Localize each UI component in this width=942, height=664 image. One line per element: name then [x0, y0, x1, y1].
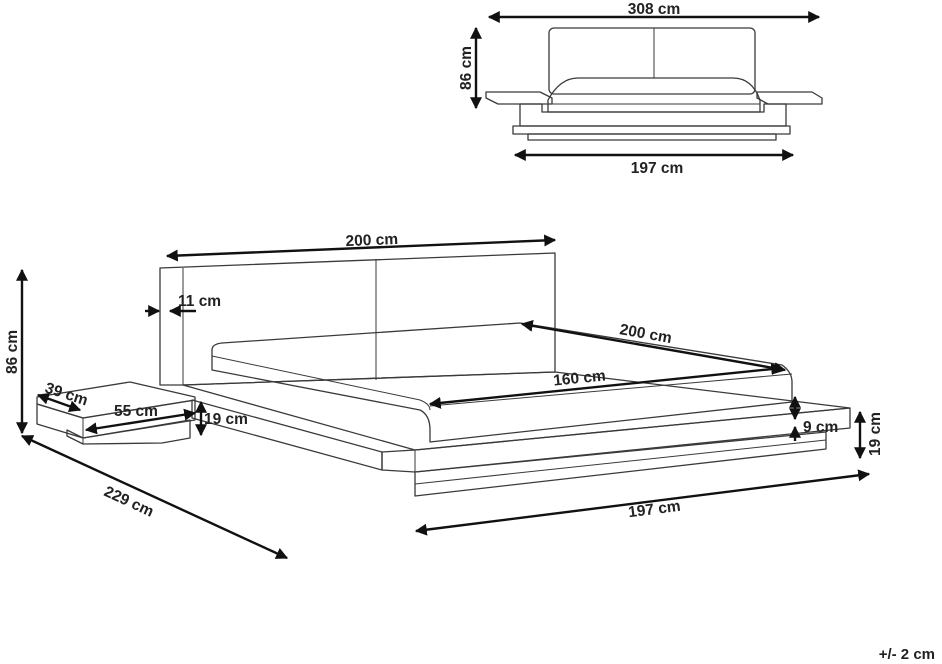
front-nightstand-left [485, 91, 553, 105]
headboard-width-label: 200 cm [345, 231, 398, 250]
front-height-label: 86 cm [458, 46, 475, 90]
platform-step-label: 9 cm [803, 419, 838, 436]
nightstand-width-label: 55 cm [114, 403, 158, 420]
dim-overall-length [20, 434, 289, 560]
front-headboard [548, 27, 756, 95]
mattress [211, 322, 793, 443]
platform-height-label: 19 cm [867, 412, 884, 456]
main-view: 200 cm 11 cm 86 cm 39 cm 55 cm 19 cm 229… [4, 231, 884, 560]
dim-mattress-length [520, 319, 787, 375]
front-nightstand-right [756, 91, 823, 105]
front-width-label: 308 cm [628, 1, 681, 18]
dim-nightstand-width [84, 408, 197, 435]
nightstand-height-label: 19 cm [204, 411, 248, 428]
front-platform [519, 103, 787, 127]
mattress-width-label: 160 cm [553, 367, 607, 389]
headboard-thickness-label: 11 cm [178, 293, 221, 310]
front-mattress [547, 77, 761, 113]
dim-mattress-width [428, 363, 784, 409]
dim-nightstand-depth [36, 392, 82, 413]
front-platform-lower [512, 125, 791, 135]
front-base [527, 133, 777, 141]
tolerance-note: +/- 2 cm [879, 646, 935, 663]
height-label: 86 cm [4, 330, 21, 374]
base-width-label: 197 cm [627, 498, 681, 521]
dim-base-width [414, 469, 871, 536]
headboard [159, 252, 556, 386]
front-view: 308 cm 86 cm 197 cm [458, 1, 823, 177]
front-base-label: 197 cm [631, 160, 684, 177]
dim-headboard-width [165, 234, 557, 262]
overall-length-label: 229 cm [101, 483, 156, 520]
